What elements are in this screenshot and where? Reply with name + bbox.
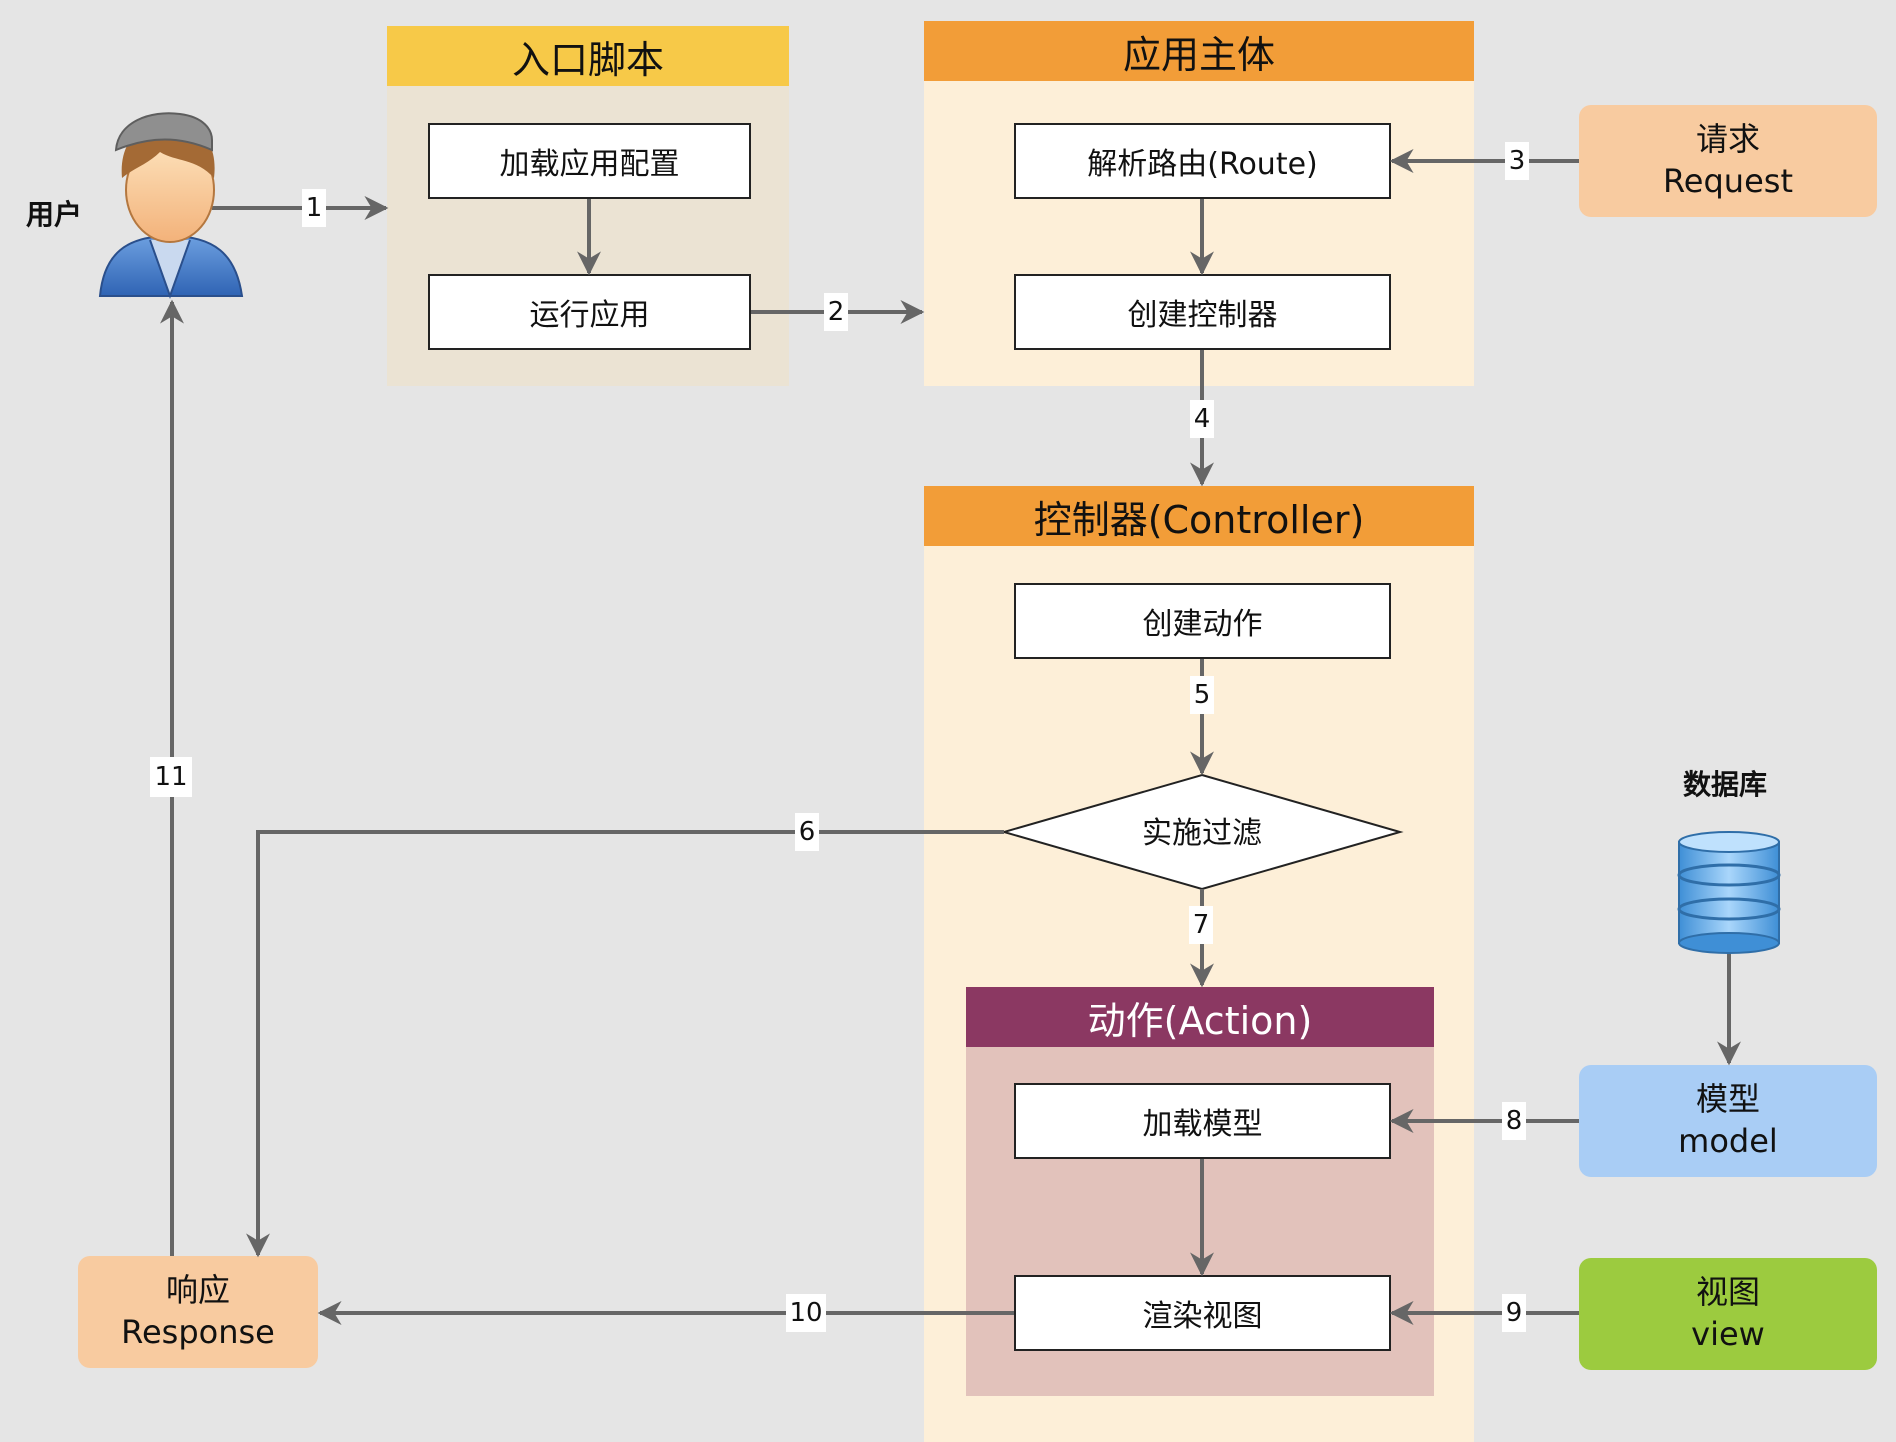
response-label-cn: 响应 <box>165 1271 230 1310</box>
model-label-cn: 模型 <box>1695 1080 1760 1119</box>
edge-label-2: 2 <box>824 293 848 331</box>
parse-route-step: 解析路由(Route) <box>1014 123 1391 199</box>
request-label-en: Request <box>1663 162 1793 200</box>
edge-6 <box>246 830 1004 1258</box>
view-label-en: view <box>1691 1315 1765 1353</box>
request-node: 请求 Request <box>1579 105 1877 217</box>
load-config-step: 加载应用配置 <box>428 123 751 199</box>
model-node: 模型 model <box>1579 1065 1877 1177</box>
model-label-en: model <box>1678 1122 1778 1160</box>
apply-filter-label: 实施过滤 <box>1142 816 1262 851</box>
database-label: 数据库 <box>1683 768 1768 801</box>
edge-label-9: 9 <box>1502 1294 1526 1332</box>
create-action-step: 创建动作 <box>1014 583 1391 659</box>
run-app-step: 运行应用 <box>428 274 751 350</box>
edge-label-1: 1 <box>302 189 326 227</box>
entry-script-panel-title: 入口脚本 <box>387 26 789 86</box>
user-avatar-icon <box>98 112 244 299</box>
edge-label-7: 7 <box>1189 906 1213 944</box>
view-label-cn: 视图 <box>1695 1273 1760 1312</box>
response-label-en: Response <box>121 1313 275 1351</box>
edge-label-3: 3 <box>1505 142 1529 180</box>
edge-label-11: 11 <box>150 757 192 797</box>
controller-panel-title: 控制器(Controller) <box>924 486 1474 546</box>
database-icon <box>1677 831 1781 954</box>
action-panel-title: 动作(Action) <box>966 987 1434 1047</box>
app-body-panel-title: 应用主体 <box>924 21 1474 81</box>
request-label-cn: 请求 <box>1695 120 1760 159</box>
edge-label-8: 8 <box>1502 1102 1526 1140</box>
edge-label-6: 6 <box>795 813 819 851</box>
edge-label-5: 5 <box>1190 676 1214 714</box>
edge-label-4: 4 <box>1190 400 1214 438</box>
view-node: 视图 view <box>1579 1258 1877 1370</box>
response-node: 响应 Response <box>78 1256 318 1368</box>
edge-label-10: 10 <box>786 1294 826 1332</box>
user-label: 用户 <box>26 198 83 231</box>
load-model-step: 加载模型 <box>1014 1083 1391 1159</box>
